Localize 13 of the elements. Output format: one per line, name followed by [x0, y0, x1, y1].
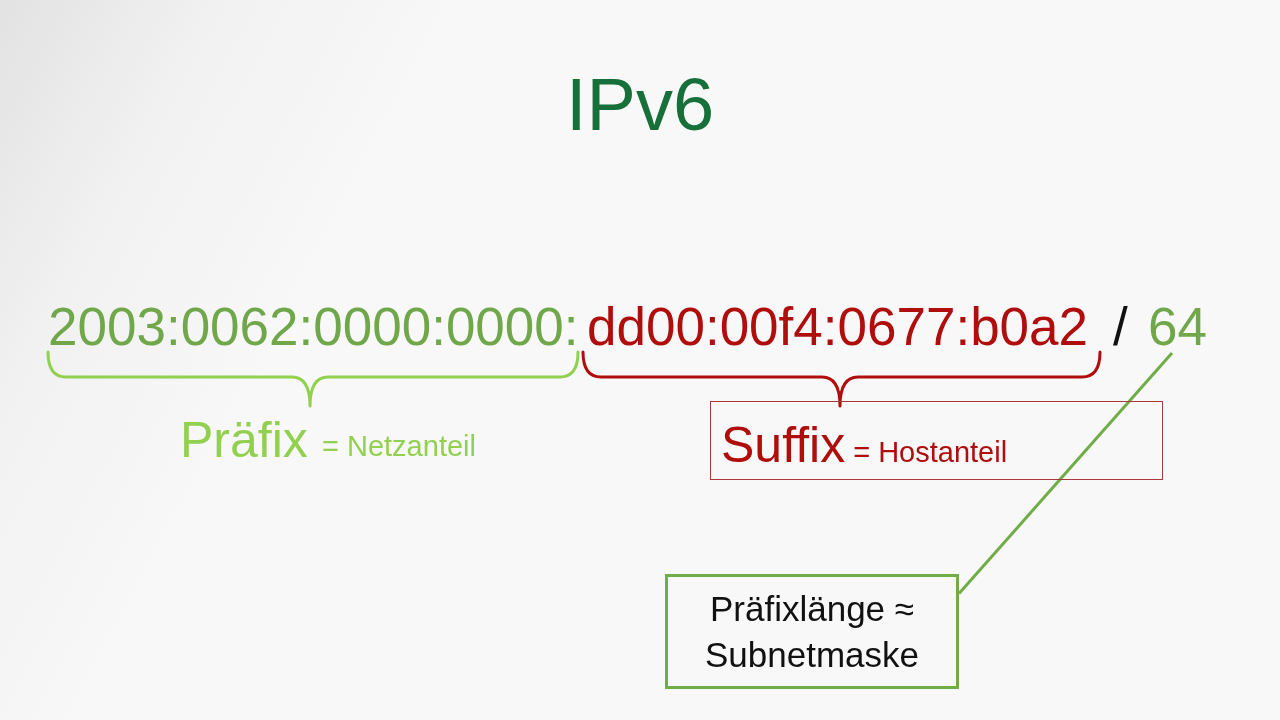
prefix-length-number: 64 — [1148, 300, 1207, 353]
slide-title: IPv6 — [565, 68, 715, 142]
suffix-description: = Hostanteil — [853, 438, 1008, 467]
slash-separator: / — [1113, 300, 1128, 353]
note-box — [665, 574, 959, 689]
suffix-heading: Suffix — [721, 420, 846, 470]
leader-line — [957, 352, 1174, 595]
address-suffix-text: dd00:00f4:0677:b0a2 — [587, 300, 1089, 353]
suffix-box — [710, 401, 1163, 480]
note-text: Präfixlänge ≈ Subnetmaske — [704, 588, 920, 676]
address-prefix-text: 2003:0062:0000:0000: — [48, 300, 579, 353]
prefix-description: = Netzanteil — [322, 432, 476, 461]
prefix-heading: Präfix — [180, 415, 308, 465]
